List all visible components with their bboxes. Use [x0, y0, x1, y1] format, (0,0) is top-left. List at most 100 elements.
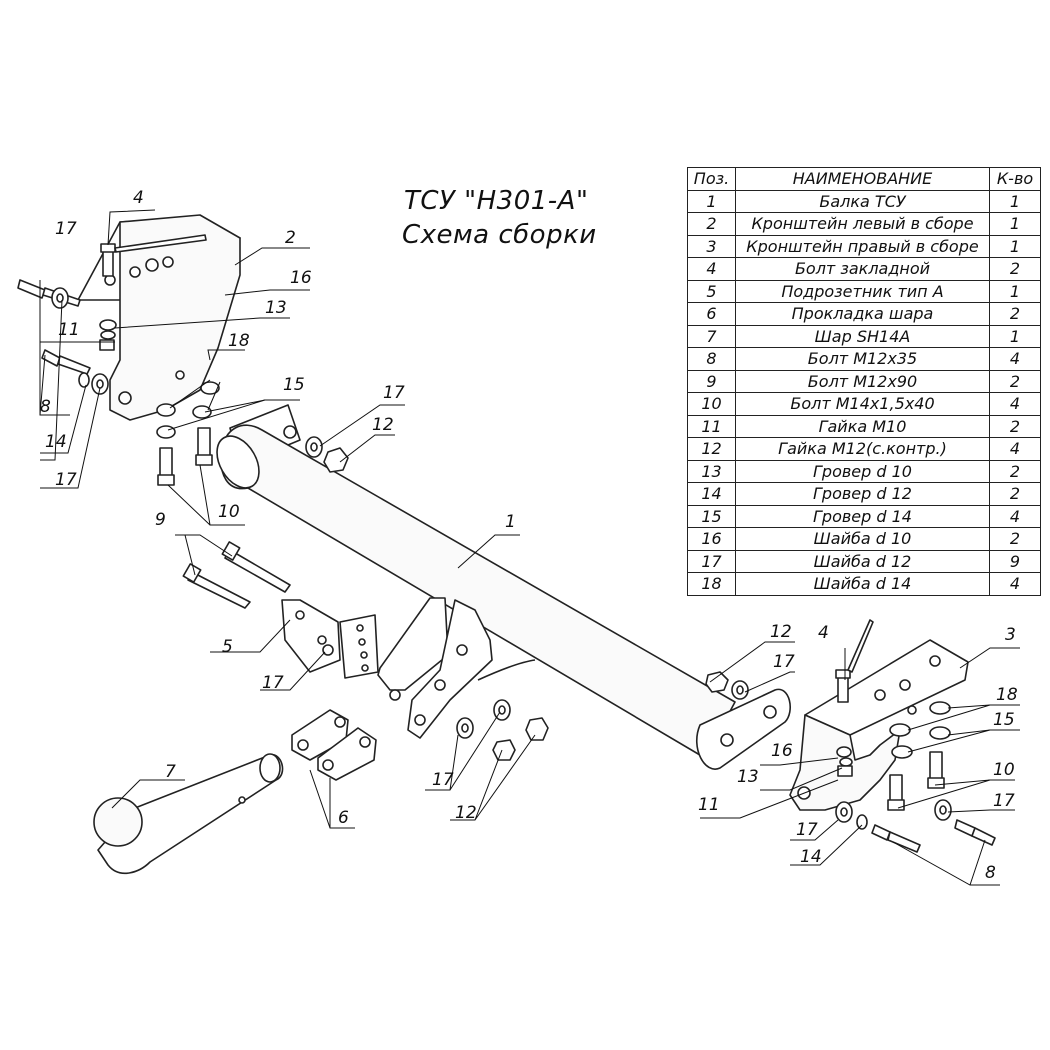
callout-17-leftbottom: 17	[55, 470, 77, 490]
callout-15-right: 15	[993, 710, 1015, 730]
callout-5: 5	[222, 637, 233, 657]
callout-11-left: 11	[58, 320, 80, 340]
cell-qty: 4	[989, 504, 1041, 528]
cell-name: Гровер d 10	[735, 459, 990, 483]
callout-16-left: 16	[290, 268, 312, 288]
cell-qty: 1	[989, 189, 1041, 213]
bolts-10-right	[887, 751, 945, 811]
callout-14-left: 14	[45, 432, 67, 452]
ball-pads-part	[291, 709, 377, 781]
leader-lines	[39, 209, 1020, 886]
cell-name: Прокладка шара	[735, 302, 990, 326]
cell-pos: 3	[687, 234, 736, 258]
cell-qty: 4	[989, 347, 1041, 371]
cell-name: Кронштейн правый в сборе	[735, 234, 990, 258]
table-header-row: Поз. НАИМЕНОВАНИЕ К-во	[687, 167, 1041, 191]
callout-6: 6	[338, 808, 349, 828]
cell-pos: 12	[687, 437, 736, 461]
callout-10-left: 10	[218, 502, 240, 522]
cell-qty: 1	[989, 234, 1041, 258]
cell-pos: 4	[687, 257, 736, 281]
cell-qty: 1	[989, 324, 1041, 348]
callout-3: 3	[1005, 625, 1016, 645]
callout-15-left: 15	[283, 375, 305, 395]
callout-labels: 4 2 16 13 11 18 15 17 12 10 9 1 5 17 6 7…	[40, 188, 1018, 883]
cell-qty: 2	[989, 482, 1041, 506]
callout-18-left: 18	[228, 331, 250, 351]
callout-17-top: 17	[383, 383, 405, 403]
cell-pos: 11	[687, 414, 736, 438]
cell-name: Гровер d 12	[735, 482, 990, 506]
header-qty: К-во	[989, 167, 1041, 191]
drawing-subtitle: Схема сборки	[402, 220, 597, 250]
washers-nuts	[51, 287, 952, 830]
cell-pos: 18	[687, 572, 736, 596]
callout-16-right: 16	[771, 741, 793, 761]
beam-part	[216, 404, 791, 770]
cell-name: Гайка М10	[735, 414, 990, 438]
callout-17-right: 17	[773, 652, 795, 672]
callout-7: 7	[165, 762, 176, 782]
callout-10-right: 10	[993, 760, 1015, 780]
cell-qty: 4	[989, 572, 1041, 596]
cell-name: Шайба d 14	[735, 572, 990, 596]
callout-13-left: 13	[265, 298, 287, 318]
cell-name: Гровер d 14	[735, 504, 990, 528]
cell-qty: 1	[989, 212, 1041, 236]
callout-11-right: 11	[698, 795, 720, 815]
cell-pos: 6	[687, 302, 736, 326]
cell-name: Подрозетник тип А	[735, 279, 990, 303]
cell-pos: 15	[687, 504, 736, 528]
cell-pos: 5	[687, 279, 736, 303]
callout-13-right: 13	[737, 767, 759, 787]
cell-pos: 7	[687, 324, 736, 348]
cell-name: Балка ТСУ	[735, 189, 990, 213]
cell-name: Кронштейн левый в сборе	[735, 212, 990, 236]
tow-ball-part	[93, 753, 284, 875]
callout-18-right: 18	[996, 685, 1018, 705]
cell-qty: 2	[989, 302, 1041, 326]
cell-pos: 16	[687, 527, 736, 551]
callout-8-right: 8	[985, 863, 996, 883]
cell-qty: 4	[989, 392, 1041, 416]
cell-name: Болт закладной	[735, 257, 990, 281]
callout-9: 9	[155, 510, 166, 530]
header-name: НАИМЕНОВАНИЕ	[735, 167, 990, 191]
callout-17-rightbolt: 17	[993, 791, 1015, 811]
callout-12-center: 12	[455, 803, 477, 823]
callout-12-top: 12	[372, 415, 394, 435]
callout-17-center: 17	[432, 770, 454, 790]
callout-17-rightbottom: 17	[796, 820, 818, 840]
callout-8-left: 8	[40, 397, 51, 417]
socket-plate-part	[281, 599, 379, 679]
cell-qty: 2	[989, 459, 1041, 483]
cell-pos: 13	[687, 459, 736, 483]
cell-name: Болт М14х1,5х40	[735, 392, 990, 416]
bolts-9	[182, 541, 291, 609]
callout-1: 1	[505, 512, 516, 532]
callout-12-right: 12	[770, 622, 792, 642]
cell-qty: 2	[989, 527, 1041, 551]
cell-name: Болт М12х35	[735, 347, 990, 371]
cell-name: Шайба d 12	[735, 549, 990, 573]
callout-17-socket: 17	[262, 673, 284, 693]
callout-14-right: 14	[800, 847, 822, 867]
